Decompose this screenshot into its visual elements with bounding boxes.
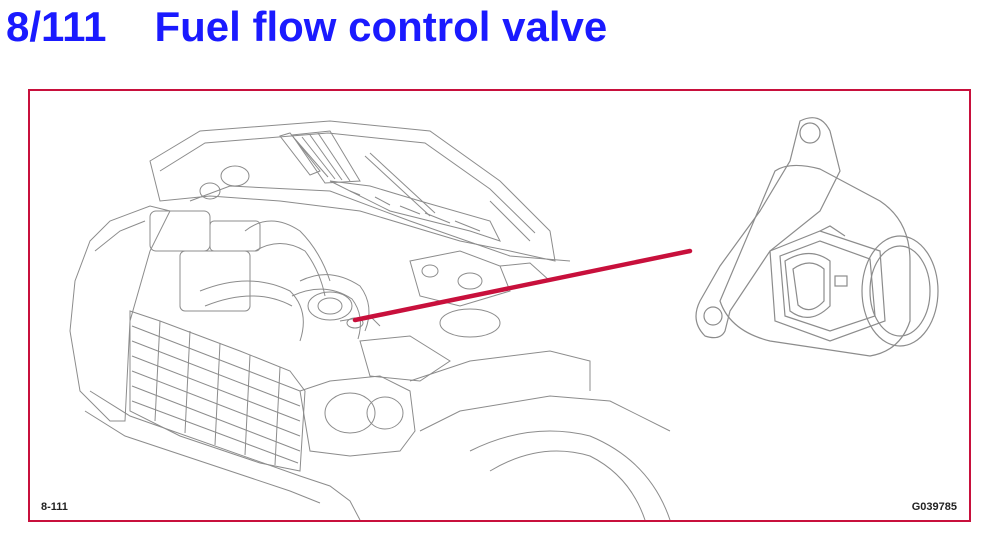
valve-detail-drawing xyxy=(695,117,939,357)
page-header: 8/111 Fuel flow control valve xyxy=(6,2,607,52)
figure-reference-label: 8-111 xyxy=(41,501,68,513)
section-number: 8/111 xyxy=(6,3,107,50)
figure-image-id: G039785 xyxy=(911,501,957,513)
grille-slats xyxy=(131,320,301,466)
hood-hatching xyxy=(294,132,481,232)
figure-illustration xyxy=(69,117,939,520)
engine-bay-drawing xyxy=(69,120,671,520)
page-title: Fuel flow control valve xyxy=(154,3,608,50)
figure-frame: 8-111 G039785 xyxy=(28,89,971,522)
leader-line xyxy=(352,248,693,323)
